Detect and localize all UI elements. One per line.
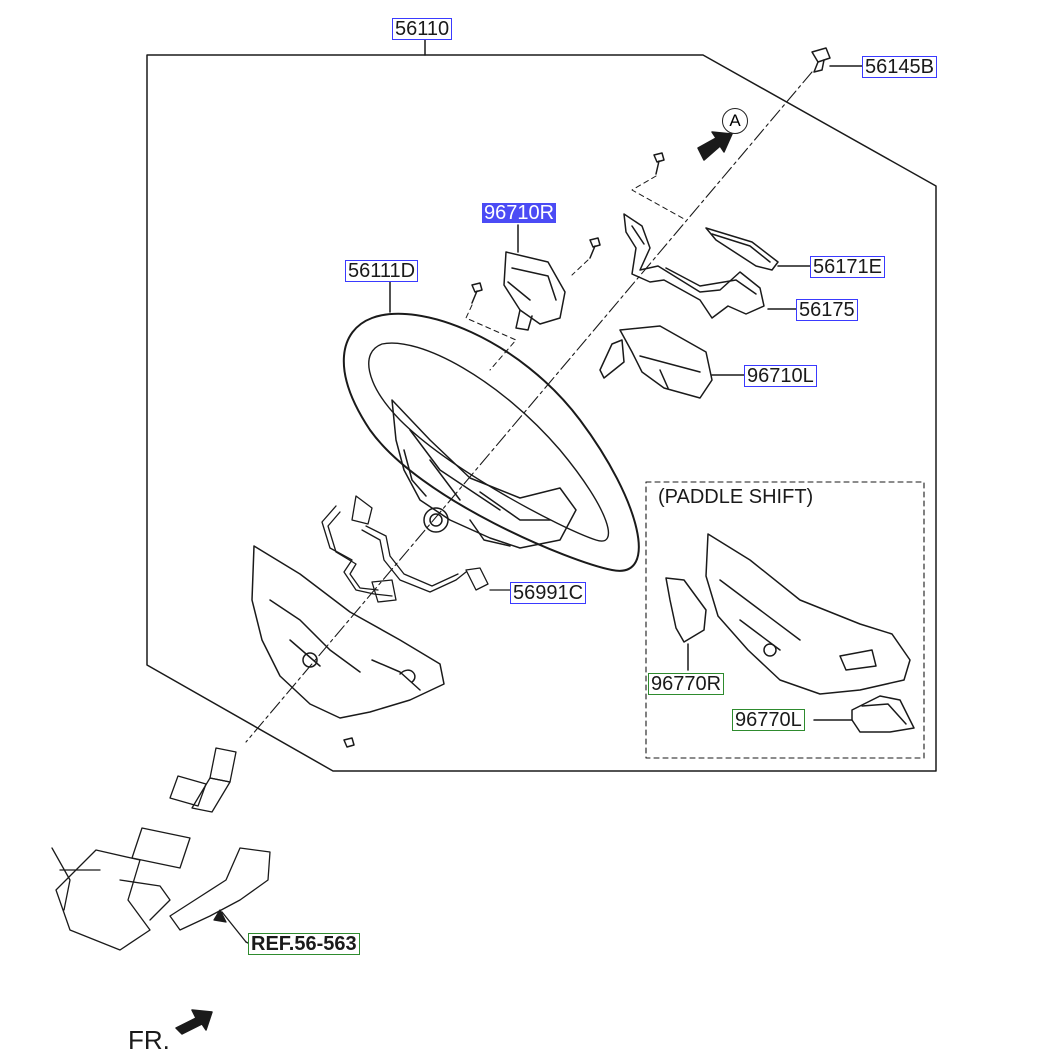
paddle-shift-title: (PADDLE SHIFT) <box>658 486 814 508</box>
steering-column-part <box>51 747 271 951</box>
center-axis-line <box>245 71 813 743</box>
part-label-56991c[interactable]: 56991C <box>510 582 587 604</box>
part-label-56171e[interactable]: 56171E <box>810 256 885 278</box>
view-arrow <box>697 131 733 161</box>
switch-96710r-part <box>503 224 566 331</box>
bolt-56145b <box>811 47 867 73</box>
part-label-96770l[interactable]: 96770L <box>732 709 805 731</box>
wiring-harness-56991c <box>321 495 513 603</box>
paddle-96770r-part <box>665 577 707 671</box>
assembly-frame <box>146 54 937 772</box>
screws <box>343 152 665 748</box>
view-marker: A <box>722 108 748 134</box>
part-label-56110[interactable]: 56110 <box>392 18 453 40</box>
part-label-96710l[interactable]: 96710L <box>744 365 817 387</box>
reference-label[interactable]: REF.56-563 <box>248 933 360 955</box>
paddle-shift-box <box>645 481 925 759</box>
part-label-56175[interactable]: 56175 <box>796 299 858 321</box>
lower-cover-part <box>251 545 445 719</box>
part-label-56111d[interactable]: 56111D <box>345 260 419 282</box>
paddle-96770l-part <box>813 695 915 733</box>
paddle-shift-cover-part <box>705 533 911 695</box>
part-label-96770r[interactable]: 96770R <box>648 673 725 695</box>
cover-56171e-part <box>705 227 813 271</box>
part-label-96710r[interactable]: 96710R <box>482 202 557 224</box>
switch-96710l-part <box>599 325 745 399</box>
part-label-56145b[interactable]: 56145B <box>862 56 937 78</box>
steering-wheel-56111d <box>342 278 640 572</box>
front-arrow <box>175 1009 213 1035</box>
front-direction-label: FR. <box>128 1025 170 1055</box>
bracket-56175-part <box>623 213 799 319</box>
